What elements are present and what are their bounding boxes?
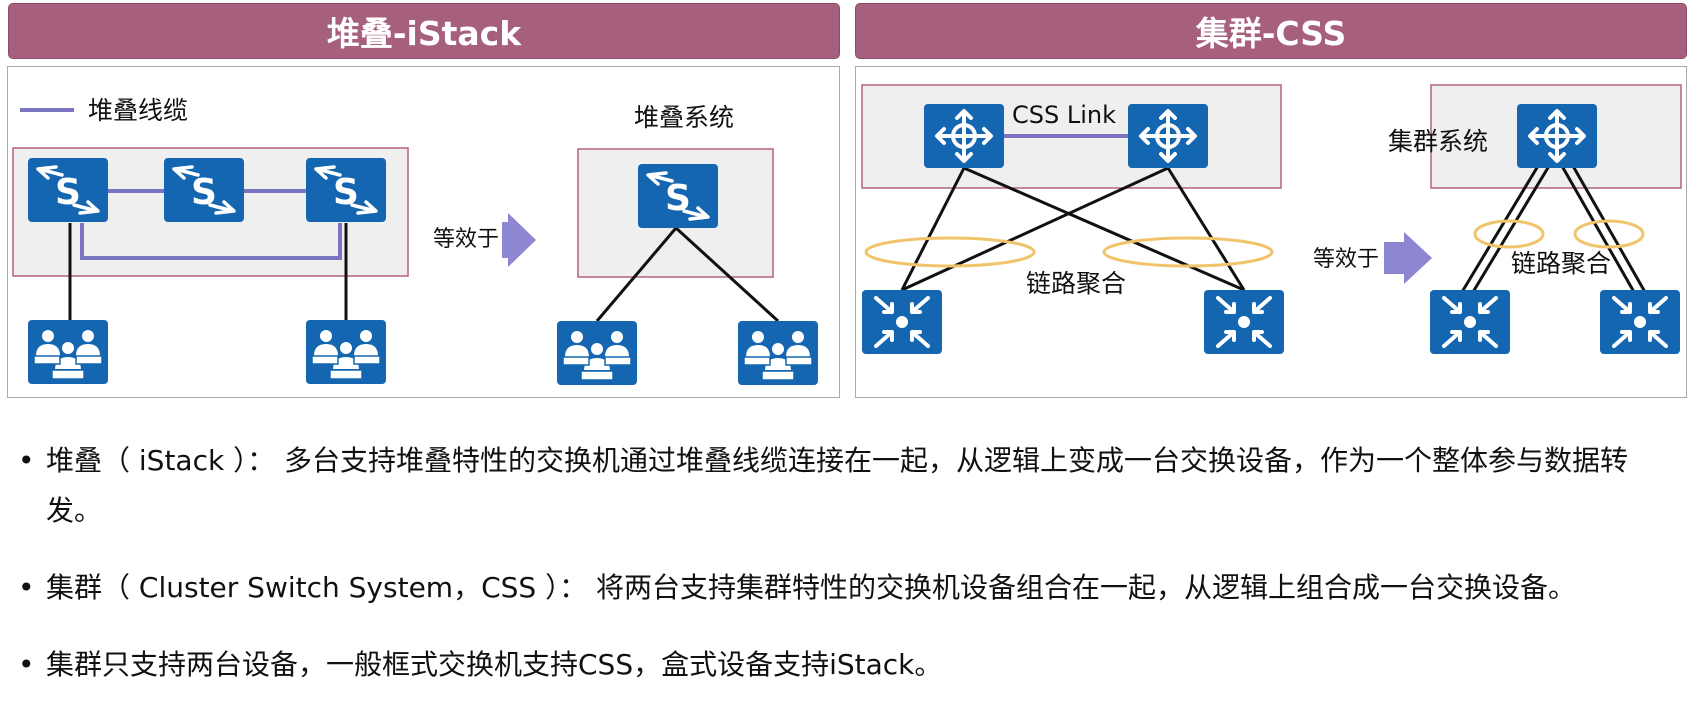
logical-css-router: [1515, 102, 1599, 170]
logical-stack-switch: S: [636, 162, 720, 230]
css-header: 集群-CSS: [855, 3, 1687, 59]
css-system-box: [1430, 84, 1682, 189]
css-system-agg-label: 链路聚合: [1511, 249, 1611, 278]
css-member-router-1: [922, 102, 1006, 170]
switch-glyph: S: [333, 172, 359, 213]
access-switch-icon: [1428, 288, 1512, 356]
css-system-label: 集群系统: [1388, 127, 1488, 156]
stack-member-switch-3: S: [304, 156, 388, 224]
switch-glyph: S: [191, 172, 217, 213]
stack-cable-ring: [80, 223, 342, 260]
bullet-note: 集群只支持两台设备，一般框式交换机支持CSS，盒式设备支持iStack。: [18, 640, 1678, 690]
access-switch-icon: [1598, 288, 1682, 356]
stack-cable-legend-label: 堆叠线缆: [88, 96, 188, 125]
description-list: 堆叠（ iStack ）： 多台支持堆叠特性的交换机通过堆叠线缆连接在一起，从逻…: [18, 436, 1678, 717]
bullet-css: 集群（ Cluster Switch System，CSS ）： 将两台支持集群…: [18, 563, 1678, 613]
uplink: [1166, 167, 1246, 291]
agg-ring: [1573, 219, 1645, 249]
uplink: [900, 167, 966, 291]
access-switch-icon: [1202, 288, 1286, 356]
equiv-arrow-icon: [502, 213, 536, 267]
stack-member-switch-2: S: [162, 156, 246, 224]
agg-ring: [1102, 236, 1274, 268]
css-header-title: 集群-CSS: [1195, 14, 1347, 53]
bullet-istack: 堆叠（ iStack ）： 多台支持堆叠特性的交换机通过堆叠线缆连接在一起，从逻…: [18, 436, 1678, 536]
access-switch-icon: [860, 288, 944, 356]
css-uplinks: [900, 166, 1246, 292]
agg-ring: [864, 236, 1036, 268]
agg-ring: [1473, 219, 1545, 249]
css-agg-label: 链路聚合: [1026, 269, 1126, 298]
topology-diagram: 堆叠线缆 S S S 等效于 堆叠系统 S CSS Link: [12, 84, 1682, 386]
switch-glyph: S: [665, 178, 691, 219]
css-link-label: CSS Link: [1012, 101, 1116, 129]
istack-header-title: 堆叠-iStack: [326, 14, 522, 53]
css-equiv-label: 等效于: [1313, 247, 1379, 272]
css-system-uplinks: [1460, 165, 1647, 293]
istack-header: 堆叠-iStack: [8, 3, 840, 59]
downlink: [674, 226, 780, 323]
uplink: [963, 166, 1245, 292]
downlink: [595, 227, 678, 322]
istack-legend: 堆叠线缆: [20, 96, 188, 125]
user-group-icon: [556, 320, 638, 386]
user-group-icon: [27, 319, 109, 385]
stack-cables: [80, 189, 342, 260]
uplink: [901, 166, 1169, 292]
stack-member-switch-1: S: [26, 156, 110, 224]
css-member-router-2: [1126, 102, 1210, 170]
user-group-icon: [305, 319, 387, 385]
switch-glyph: S: [55, 172, 81, 213]
stack-system-label: 堆叠系统: [634, 103, 734, 132]
equiv-arrow-icon: [1384, 232, 1432, 284]
istack-equiv-label: 等效于: [433, 227, 499, 252]
user-group-icon: [737, 320, 819, 386]
